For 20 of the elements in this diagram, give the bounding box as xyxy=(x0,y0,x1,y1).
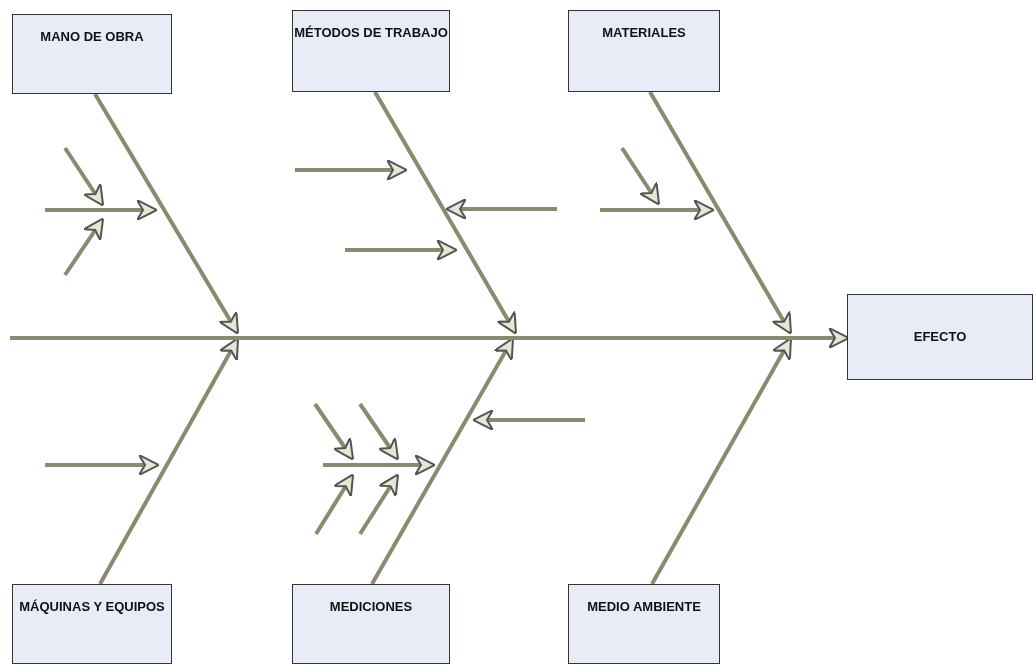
category-box xyxy=(12,584,172,664)
category-box xyxy=(292,10,450,92)
bone-arrow xyxy=(373,91,517,335)
category-label: MANO DE OBRA xyxy=(40,29,144,45)
category-label: MÉTODOS DE TRABAJO xyxy=(294,25,448,41)
category-box xyxy=(12,14,172,94)
category-box xyxy=(568,584,720,664)
bone-arrow xyxy=(93,92,239,335)
bone-arrow xyxy=(648,91,792,335)
category-box xyxy=(568,10,720,92)
bone-arrow xyxy=(98,337,239,585)
category-label: MEDIO AMBIENTE xyxy=(587,599,701,615)
bone-arrow xyxy=(650,337,792,585)
category-box xyxy=(292,584,450,664)
category-box xyxy=(847,294,1033,380)
category-label: MÁQUINAS Y EQUIPOS xyxy=(19,599,165,615)
bone-arrow xyxy=(370,337,514,585)
category-label: EFECTO xyxy=(913,329,967,345)
category-label: MATERIALES xyxy=(602,25,686,41)
category-label: MEDICIONES xyxy=(329,599,413,615)
